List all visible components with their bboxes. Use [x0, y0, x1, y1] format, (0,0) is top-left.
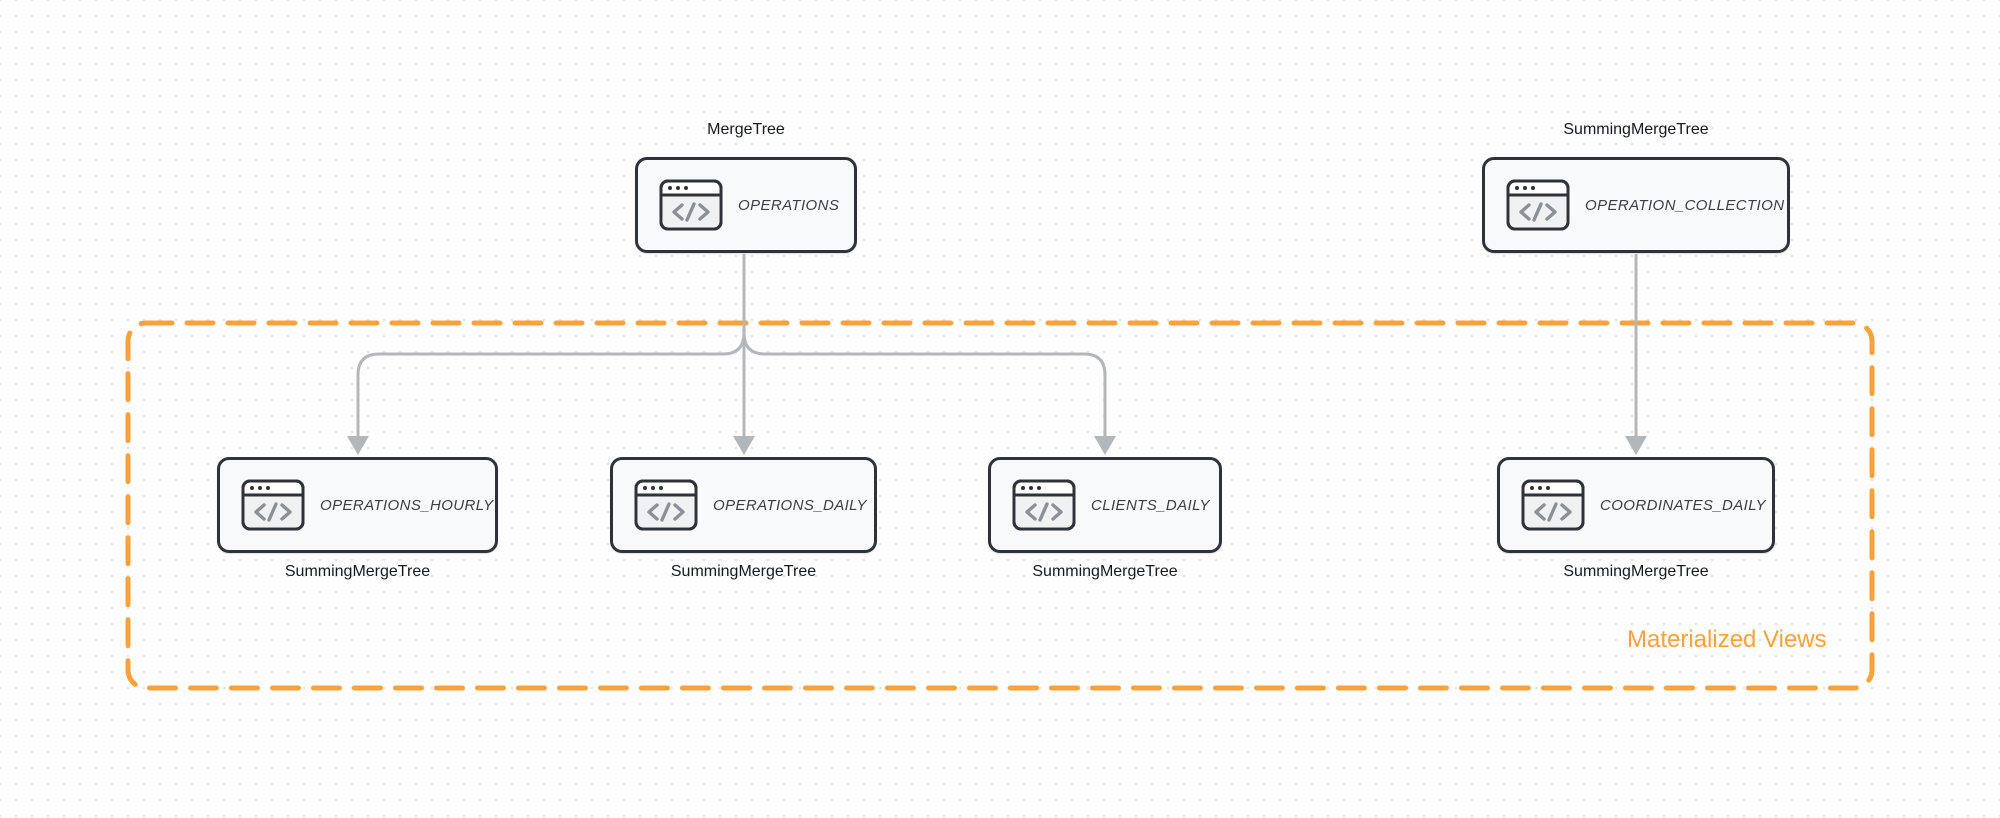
engine-label-operation-collection: SummingMergeTree [1563, 121, 1709, 138]
node-coordinates-daily[interactable]: COORDINATES_DAILY [1497, 457, 1775, 553]
node-operations[interactable]: OPERATIONS [635, 157, 857, 253]
engine-label-operations-daily: SummingMergeTree [670, 563, 817, 580]
edge-operations-to-operations-hourly [356, 254, 746, 436]
materialized-views-group-label: Materialized Views [1627, 626, 1827, 653]
table-name: CLIENTS_DAILY [1091, 496, 1210, 514]
node-clients-daily[interactable]: CLIENTS_DAILY [988, 457, 1222, 553]
engine-label-coordinates-daily: SummingMergeTree [1563, 563, 1709, 580]
table-name: OPERATIONS [738, 196, 840, 214]
code-window-icon [634, 479, 698, 531]
code-window-icon [659, 179, 723, 231]
engine-label-operations-hourly: SummingMergeTree [284, 563, 431, 580]
arrowhead-clients-daily [1094, 436, 1116, 455]
node-operation-collection[interactable]: OPERATION_COLLECTION [1482, 157, 1790, 253]
arrowhead-operations-daily [733, 436, 755, 455]
node-operations-daily[interactable]: OPERATIONS_DAILY [610, 457, 877, 553]
node-operations-hourly[interactable]: OPERATIONS_HOURLY [217, 457, 498, 553]
code-window-icon [1506, 179, 1570, 231]
edge-operations-to-clients-daily [742, 254, 1107, 436]
table-name: COORDINATES_DAILY [1600, 496, 1767, 514]
table-name: OPERATIONS_HOURLY [320, 496, 494, 514]
table-name: OPERATION_COLLECTION [1585, 196, 1785, 214]
engine-label-clients-daily: SummingMergeTree [1032, 563, 1178, 580]
arrowhead-coordinates-daily [1625, 436, 1647, 455]
code-window-icon [241, 479, 305, 531]
engine-label-operations: MergeTree [707, 121, 785, 138]
table-name: OPERATIONS_DAILY [713, 496, 867, 514]
code-window-icon [1012, 479, 1076, 531]
arrowhead-operations-hourly [347, 436, 369, 455]
code-window-icon [1521, 479, 1585, 531]
